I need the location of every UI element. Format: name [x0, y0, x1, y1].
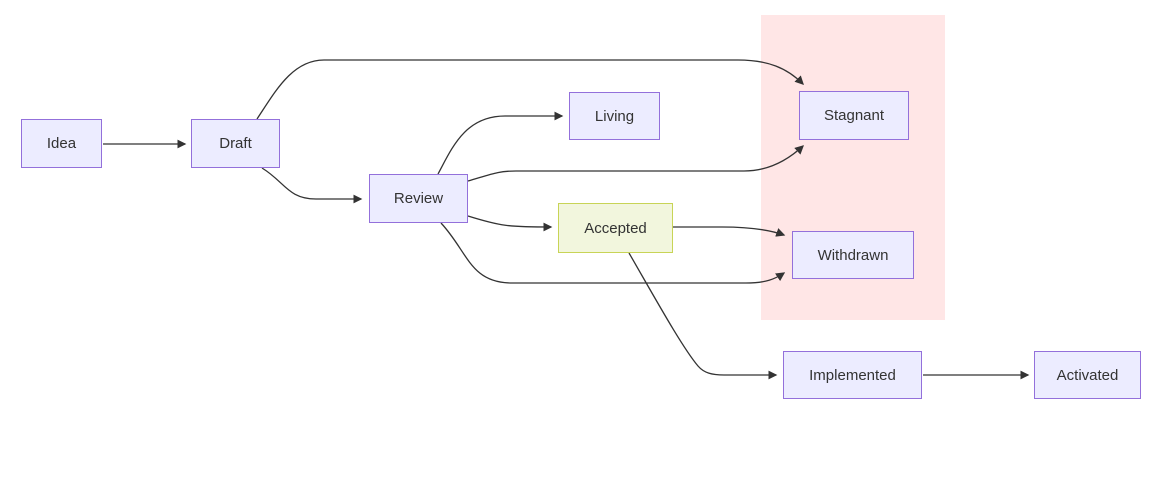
- node-activated: Activated: [1034, 351, 1141, 399]
- node-living: Living: [569, 92, 660, 140]
- edge-review-withdrawn: [440, 222, 786, 284]
- node-review: Review: [369, 174, 468, 223]
- edge-accepted-withdrawn: [673, 226, 786, 237]
- node-stagnant: Stagnant: [799, 91, 909, 140]
- edge-review-living: [437, 111, 564, 175]
- node-accepted: Accepted: [558, 203, 673, 253]
- node-idea: Idea: [21, 119, 102, 168]
- node-withdrawn: Withdrawn: [792, 231, 914, 279]
- node-implemented: Implemented: [783, 351, 922, 399]
- node-draft: Draft: [191, 119, 280, 168]
- edge-review-stagnant: [467, 145, 805, 182]
- edge-draft-stagnant: [256, 59, 804, 120]
- edge-accepted-implemented: [628, 252, 778, 380]
- edge-review-accepted: [467, 215, 553, 232]
- edge-draft-review: [261, 167, 363, 204]
